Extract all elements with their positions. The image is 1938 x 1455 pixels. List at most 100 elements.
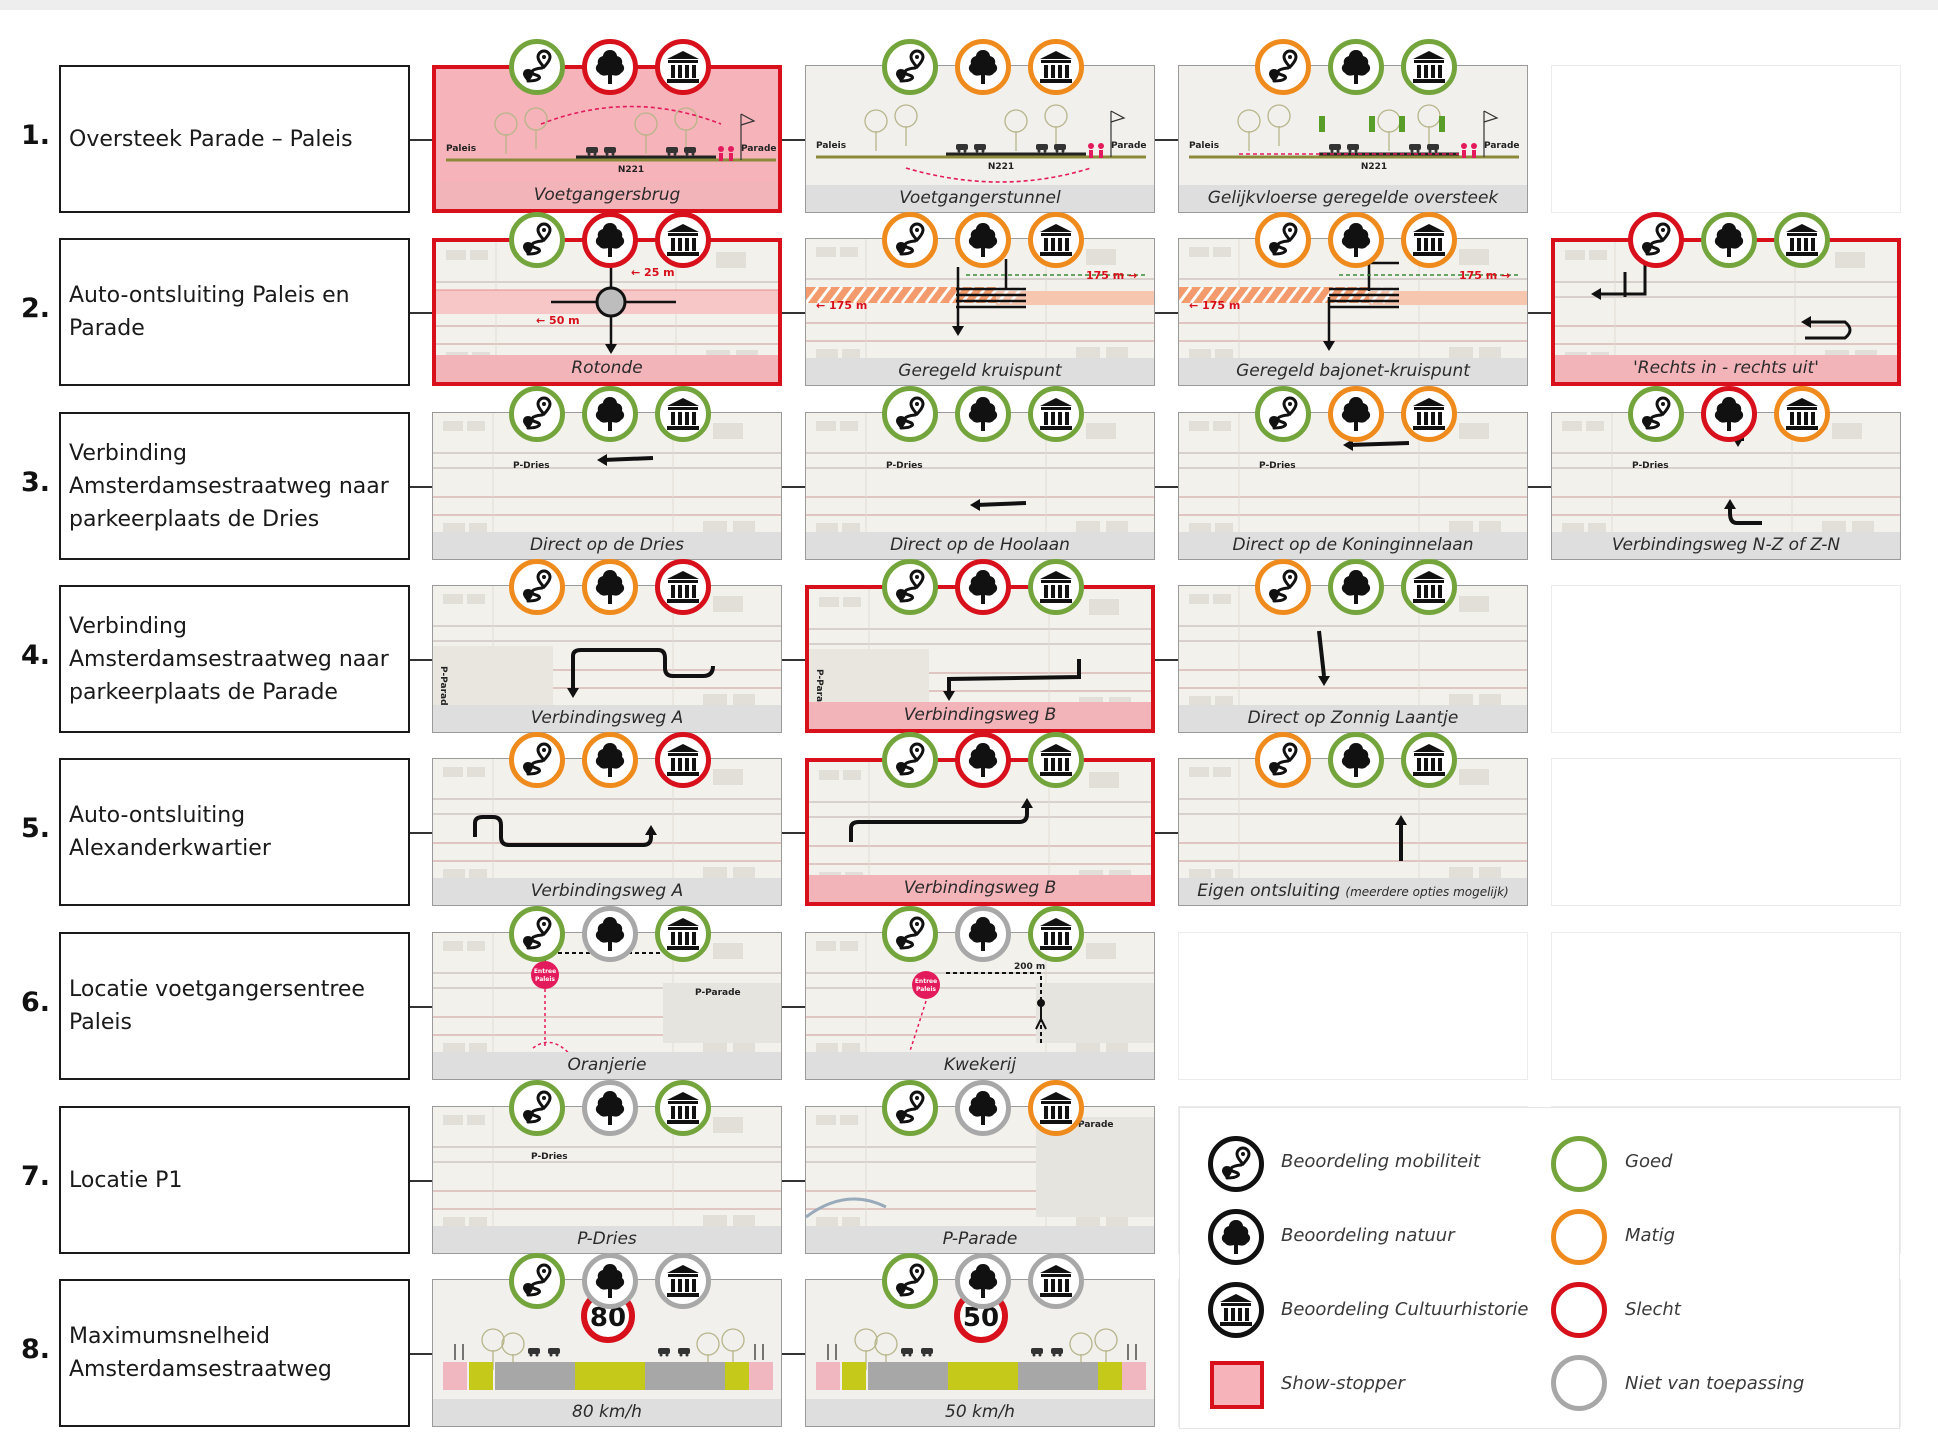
legend-label-nvt: Niet van toepassing (1625, 1373, 1805, 1394)
nature-rating-icon (1701, 212, 1757, 268)
nature-rating-icon (955, 732, 1011, 788)
nature-rating-icon (955, 1080, 1011, 1136)
nature-rating-icon (582, 906, 638, 962)
legend-show-stopper-swatch (1210, 1361, 1264, 1409)
nature-rating-icon (582, 212, 638, 268)
option-caption: 'Rechts in - rechts uit' (1555, 355, 1897, 382)
option-caption: Direct op de Dries (433, 532, 781, 559)
mobility-rating-icon (509, 906, 565, 962)
option-illustration: P-Dries (433, 1107, 781, 1228)
mobility-rating-icon (882, 39, 938, 95)
option-caption-text: Direct op de Dries (529, 535, 685, 555)
heritage-rating-icon (655, 1080, 711, 1136)
heritage-rating-icon (1028, 906, 1084, 962)
connector-line (410, 1180, 432, 1182)
heritage-rating-icon (1028, 559, 1084, 615)
mobility-rating-icon (882, 559, 938, 615)
nature-rating-icon (1328, 39, 1384, 95)
heritage-rating-icon (655, 39, 711, 95)
option-caption: Voetgangerstunnel (806, 185, 1154, 212)
option-panel-empty (1551, 932, 1901, 1080)
row-number: 1. (20, 120, 50, 151)
row-label-box: Locatie voetgangersentree Paleis (59, 932, 410, 1080)
svg-text:P-Dries: P-Dries (886, 461, 923, 471)
row-number: 5. (20, 813, 50, 844)
option-caption-text: 'Rechts in - rechts uit' (1633, 358, 1819, 378)
connector-line (782, 1006, 805, 1008)
heritage-rating-icon (1028, 1080, 1084, 1136)
option-caption: Gelijkvloerse geregelde oversteek (1179, 185, 1527, 212)
row-label-box: Verbinding Amsterdamsestraatweg naar par… (59, 585, 410, 733)
option-caption: Geregeld kruispunt (806, 358, 1154, 385)
option-panel-empty (1551, 758, 1901, 906)
svg-text:N221: N221 (1361, 162, 1387, 172)
nature-rating-icon (955, 212, 1011, 268)
option-caption-text: Verbindingsweg N-Z of Z-N (1611, 535, 1841, 555)
row-number: 2. (20, 293, 50, 324)
svg-text:P-Parade: P-Parade (814, 669, 824, 710)
svg-text:P-Dries: P-Dries (1632, 461, 1669, 471)
connector-line (410, 1353, 432, 1355)
option-caption: Eigen ontsluiting (meerdere opties mogel… (1179, 878, 1527, 905)
svg-text:Paleis: Paleis (1189, 141, 1219, 151)
option-caption: Oranjerie (433, 1052, 781, 1079)
legend: Beoordeling mobiliteit Beoordeling natuu… (1179, 1107, 1900, 1429)
connector-line (782, 1180, 805, 1182)
row-number: 3. (20, 467, 50, 498)
mobility-rating-icon (882, 386, 938, 442)
heritage-rating-icon (1401, 732, 1457, 788)
nature-rating-icon (955, 906, 1011, 962)
nature-rating-icon (582, 732, 638, 788)
mobility-rating-icon (509, 386, 565, 442)
mobility-rating-icon (1628, 386, 1684, 442)
svg-text:N221: N221 (618, 165, 644, 175)
nature-rating-icon (1701, 386, 1757, 442)
option-caption: Verbindingsweg N-Z of Z-N (1552, 532, 1900, 559)
row-number: 7. (20, 1161, 50, 1192)
option-caption: Voetgangersbrug (436, 182, 778, 209)
option-panel[interactable]: Verbindingsweg A (432, 758, 782, 906)
legend-label-show-stopper: Show-stopper (1281, 1373, 1405, 1394)
heritage-rating-icon (1028, 212, 1084, 268)
connector-line (1155, 139, 1178, 141)
mobility-rating-icon (1255, 39, 1311, 95)
option-caption-text: Gelijkvloerse geregelde oversteek (1207, 188, 1499, 208)
svg-text:Paleis: Paleis (816, 141, 846, 151)
option-panel[interactable]: Eigen ontsluiting (meerdere opties mogel… (1178, 758, 1528, 906)
option-caption-text: Oranjerie (567, 1055, 647, 1075)
heritage-rating-icon (655, 212, 711, 268)
connector-line (782, 659, 805, 661)
svg-text:Paleis: Paleis (446, 144, 476, 154)
connector-line (1155, 832, 1178, 834)
connector-line (410, 486, 432, 488)
option-caption: Verbindingsweg B (809, 702, 1151, 729)
nature-rating-icon (582, 386, 638, 442)
option-illustration (433, 759, 781, 880)
svg-text:P-Dries: P-Dries (513, 461, 550, 471)
nature-rating-icon (955, 1253, 1011, 1309)
option-caption: Direct op Zonnig Laantje (1179, 705, 1527, 732)
option-caption-text: Direct op de Hoolaan (890, 535, 1070, 555)
svg-text:175 m →: 175 m → (1459, 269, 1510, 282)
nature-rating-icon (955, 559, 1011, 615)
heritage-rating-icon (655, 732, 711, 788)
heritage-rating-icon (655, 559, 711, 615)
option-caption-text: P-Dries (577, 1229, 637, 1249)
option-caption-text: Geregeld bajonet-kruispunt (1236, 361, 1470, 381)
legend-label-goed: Goed (1625, 1151, 1673, 1172)
legend-label-cultuurhistorie: Beoordeling Cultuurhistorie (1281, 1299, 1529, 1320)
svg-text:Parade: Parade (1484, 141, 1520, 151)
connector-line (1155, 659, 1178, 661)
option-caption-text: Verbindingsweg A (530, 881, 684, 901)
option-panel-empty (1551, 65, 1901, 213)
